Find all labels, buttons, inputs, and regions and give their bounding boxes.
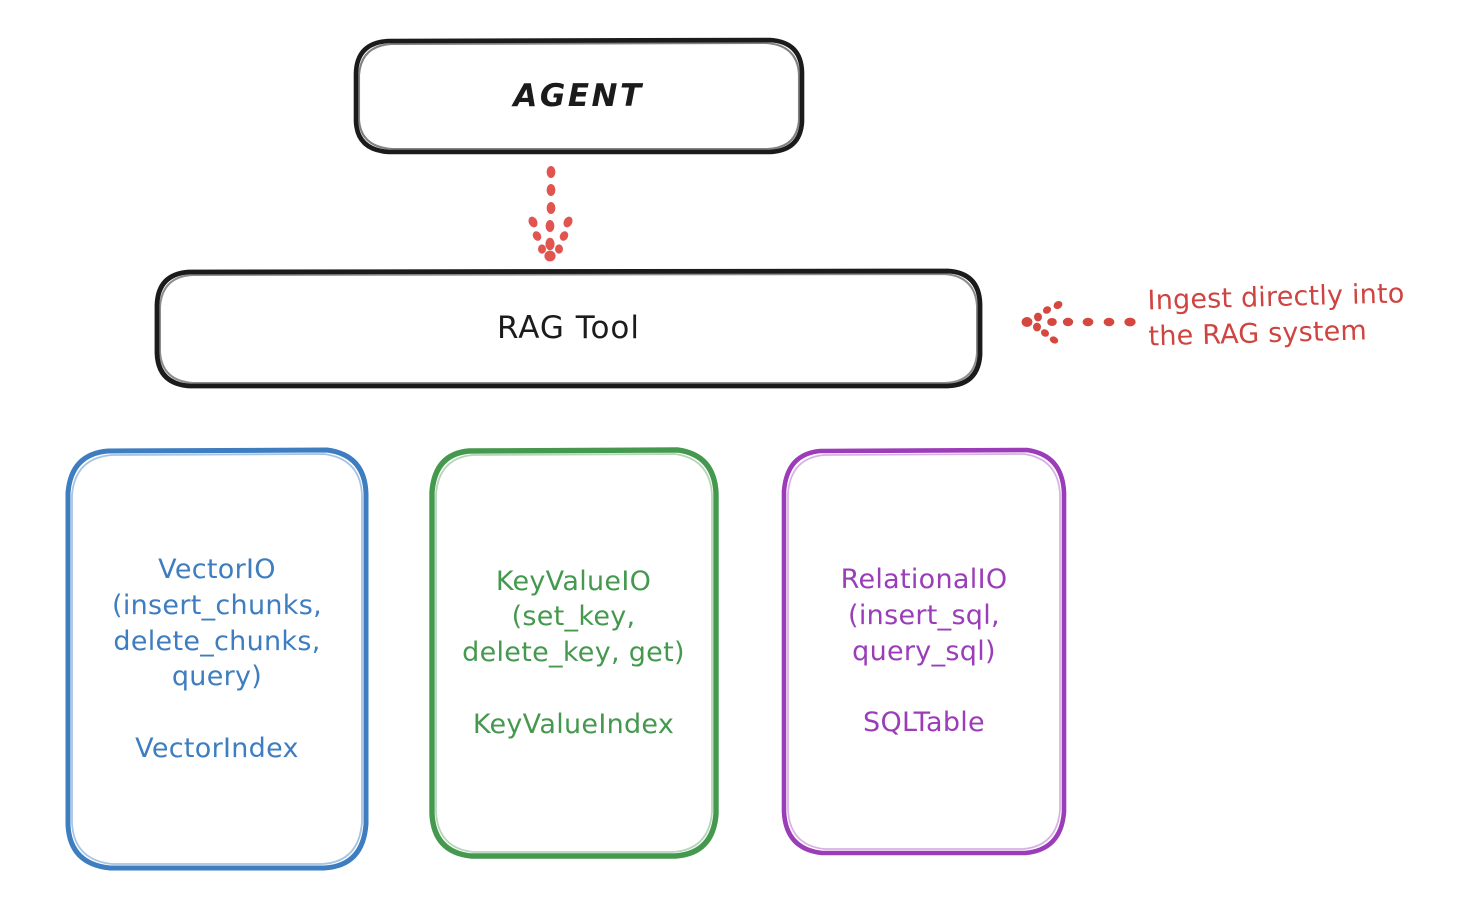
annotation-ingest-text: Ingest directly into the RAG system — [1147, 278, 1405, 353]
node-vector-io-api-label: VectorIO (insert_chunks, delete_chunks, … — [112, 554, 322, 693]
node-agent-label: AGENT — [513, 77, 644, 114]
node-relational-io-api-label: RelationalIO (insert_sql, query_sql) — [840, 564, 1008, 667]
node-agent[interactable]: AGENT — [355, 40, 802, 153]
node-vector-io[interactable]: VectorIO (insert_chunks, delete_chunks, … — [68, 450, 366, 869]
node-key-value-io-index-label: KeyValueIndex — [472, 708, 675, 740]
node-key-value-io-api-label: KeyValueIO (set_key, delete_key, get) — [462, 565, 685, 668]
node-relational-io-index-label: SQLTable — [863, 707, 985, 739]
node-rag-tool-label: RAG Tool — [496, 310, 641, 347]
node-vector-io-index-label: VectorIndex — [135, 732, 299, 764]
node-relational-io[interactable]: RelationalIO (insert_sql, query_sql) SQL… — [784, 450, 1064, 853]
node-rag-tool[interactable]: RAG Tool — [157, 271, 980, 387]
node-key-value-io[interactable]: KeyValueIO (set_key, delete_key, get) Ke… — [431, 450, 716, 856]
dotted-arrow-left-icon — [1021, 300, 1136, 344]
dotted-arrow-down-icon — [528, 166, 573, 262]
